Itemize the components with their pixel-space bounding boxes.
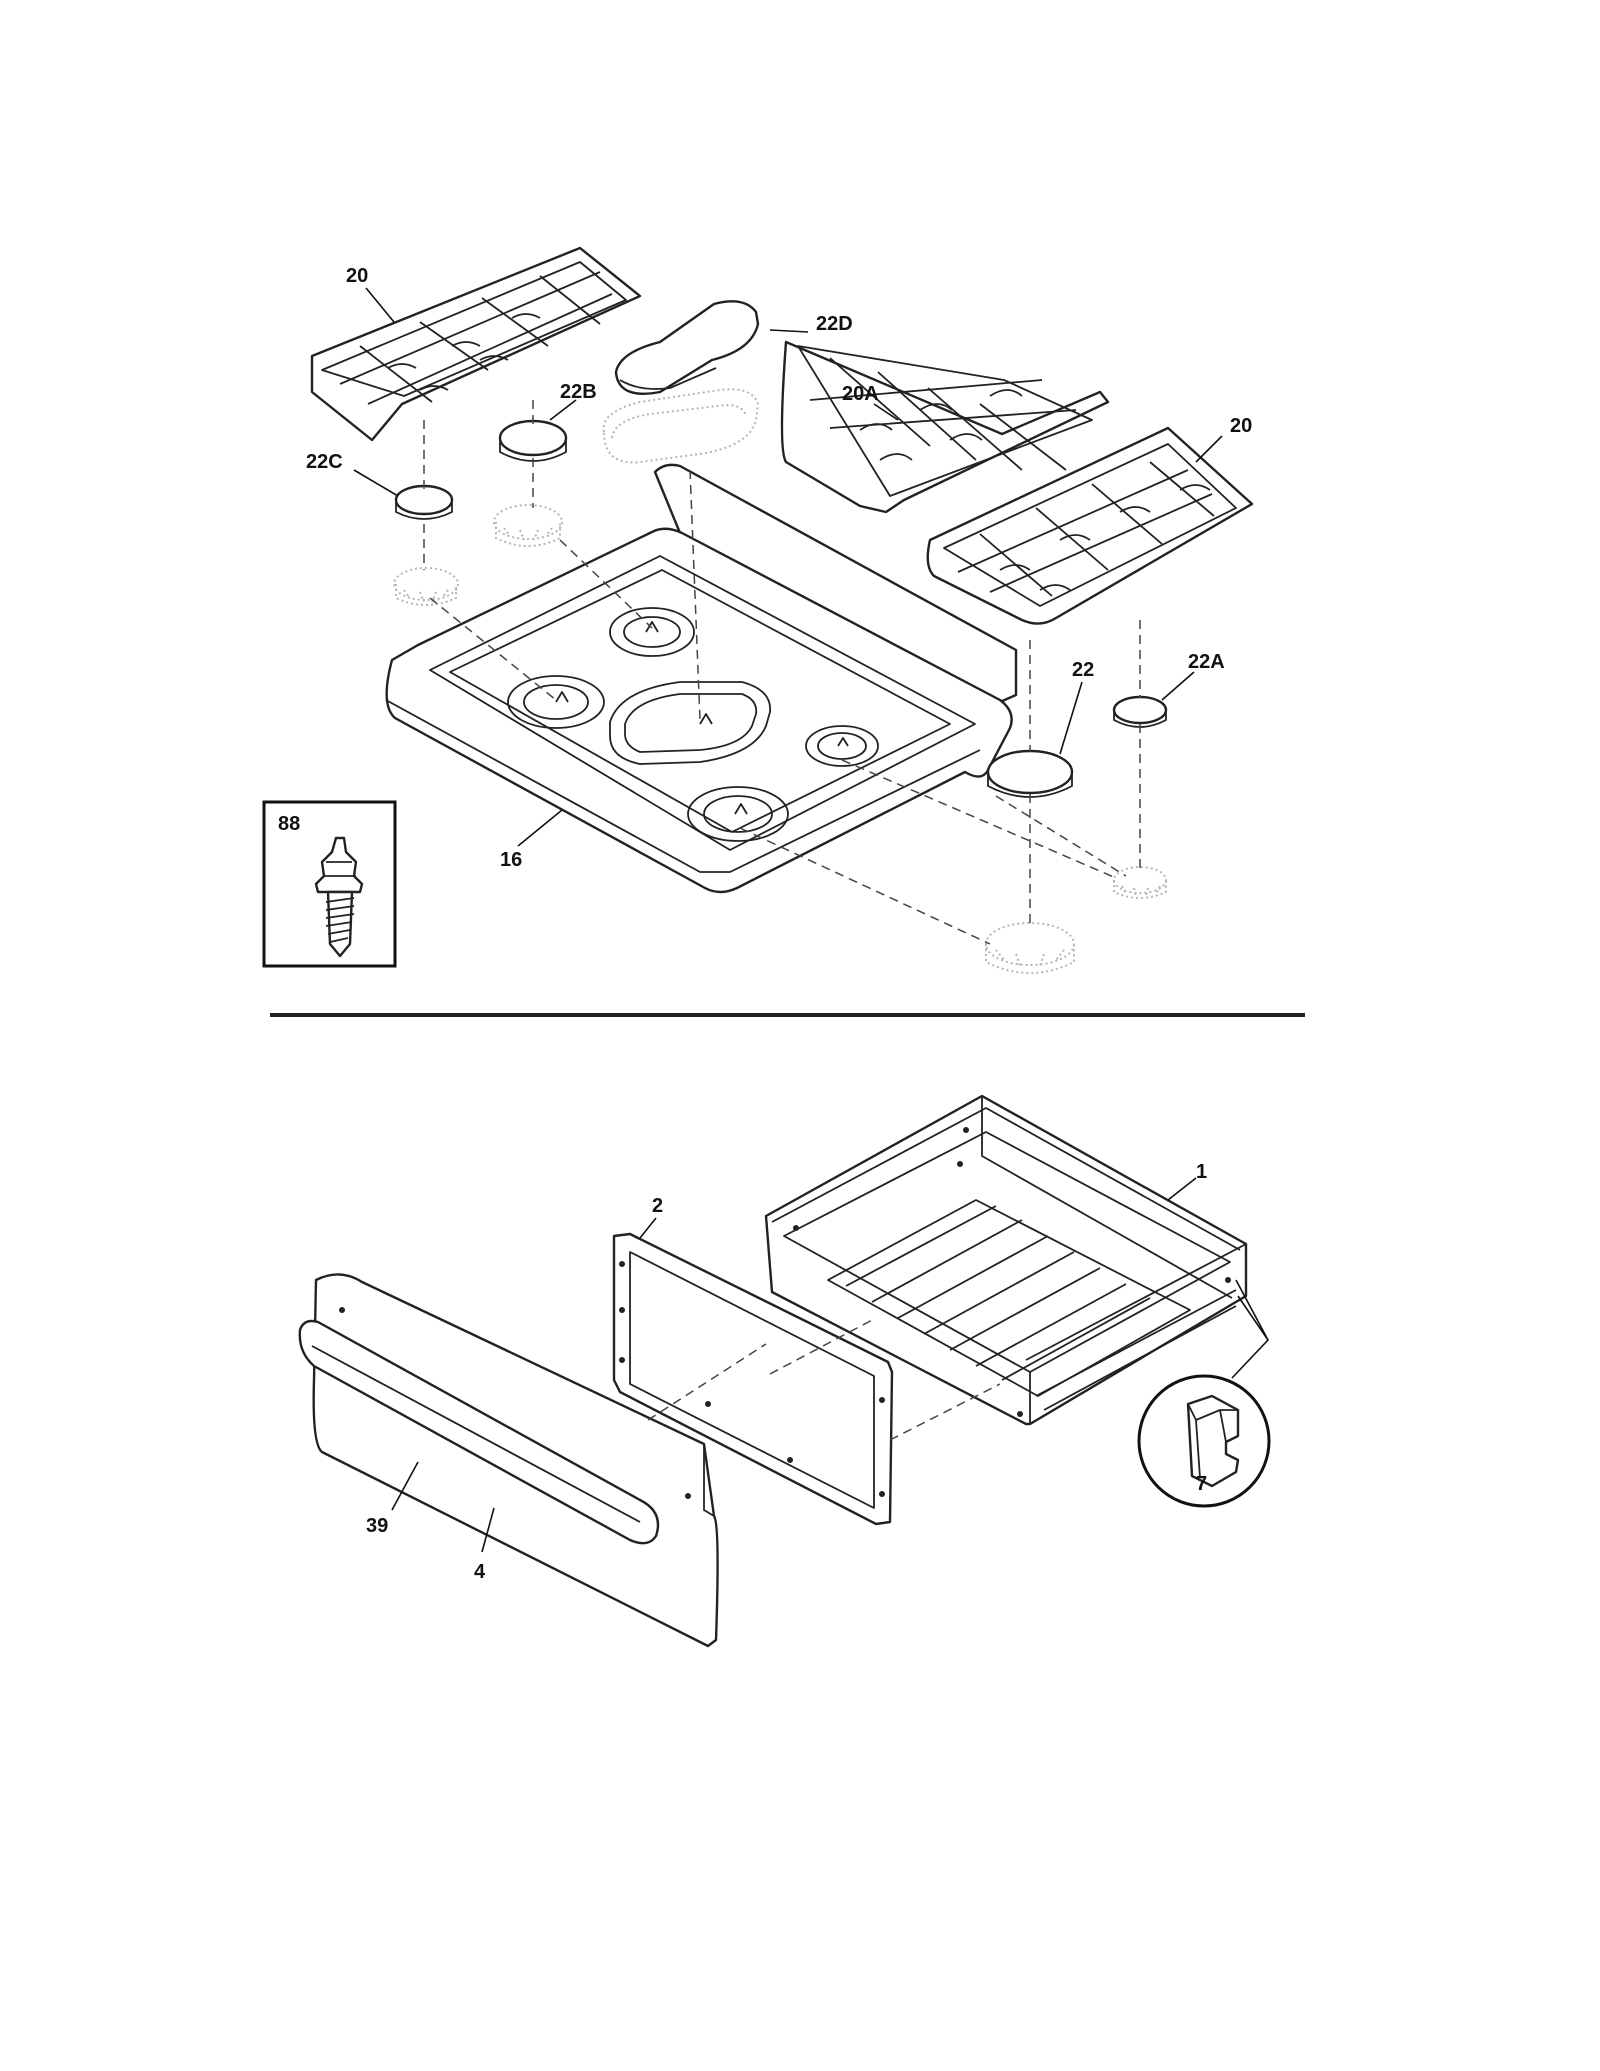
cooktop-tray (385, 463, 1018, 894)
callout-4: 4 (474, 1561, 486, 1583)
callout-16: 16 (500, 849, 522, 871)
burner-cap-22C (393, 484, 459, 606)
callout-20A: 20A (842, 383, 879, 405)
callout-39: 39 (366, 1515, 388, 1537)
section-divider (270, 1013, 1305, 1017)
callout-20-right: 20 (1230, 415, 1252, 437)
inset-clip-7 (1137, 1279, 1271, 1508)
callouts-top: 20 22D 22B 20A 20 22C 22 22A 88 16 (278, 265, 1252, 871)
inset-screw-88 (262, 800, 397, 968)
callout-22D: 22D (816, 313, 853, 335)
callouts-bottom: 1 2 7 39 4 (366, 1161, 1207, 1583)
callout-22: 22 (1072, 659, 1094, 681)
callout-22A: 22A (1188, 651, 1225, 673)
callout-22B: 22B (560, 381, 597, 403)
cooktop-section: 20 22D 22B 20A 20 22C 22 22A 88 16 (262, 246, 1254, 974)
burner-cap-22 (985, 749, 1075, 974)
burner-cap-22B (493, 419, 568, 547)
grate-left (310, 246, 642, 442)
callout-20-left: 20 (346, 265, 368, 287)
callout-7: 7 (1196, 1473, 1207, 1495)
drawer-front (298, 1273, 719, 1648)
burner-cap-22D (602, 300, 760, 464)
callout-88: 88 (278, 813, 300, 835)
drawer-section: 1 2 7 39 4 (298, 1094, 1271, 1648)
leader-lines-bottom (391, 1177, 1197, 1553)
drawer-body (764, 1094, 1248, 1426)
callout-2: 2 (652, 1195, 663, 1217)
drawer-alignment-lines (647, 1317, 1001, 1441)
alignment-lines (423, 400, 1141, 945)
grate-right (926, 426, 1254, 625)
leader-lines-top (353, 287, 1223, 847)
grate-20A (780, 340, 1110, 514)
drawer-frame (612, 1232, 894, 1526)
callout-22C: 22C (306, 451, 343, 473)
callout-1: 1 (1196, 1161, 1207, 1183)
